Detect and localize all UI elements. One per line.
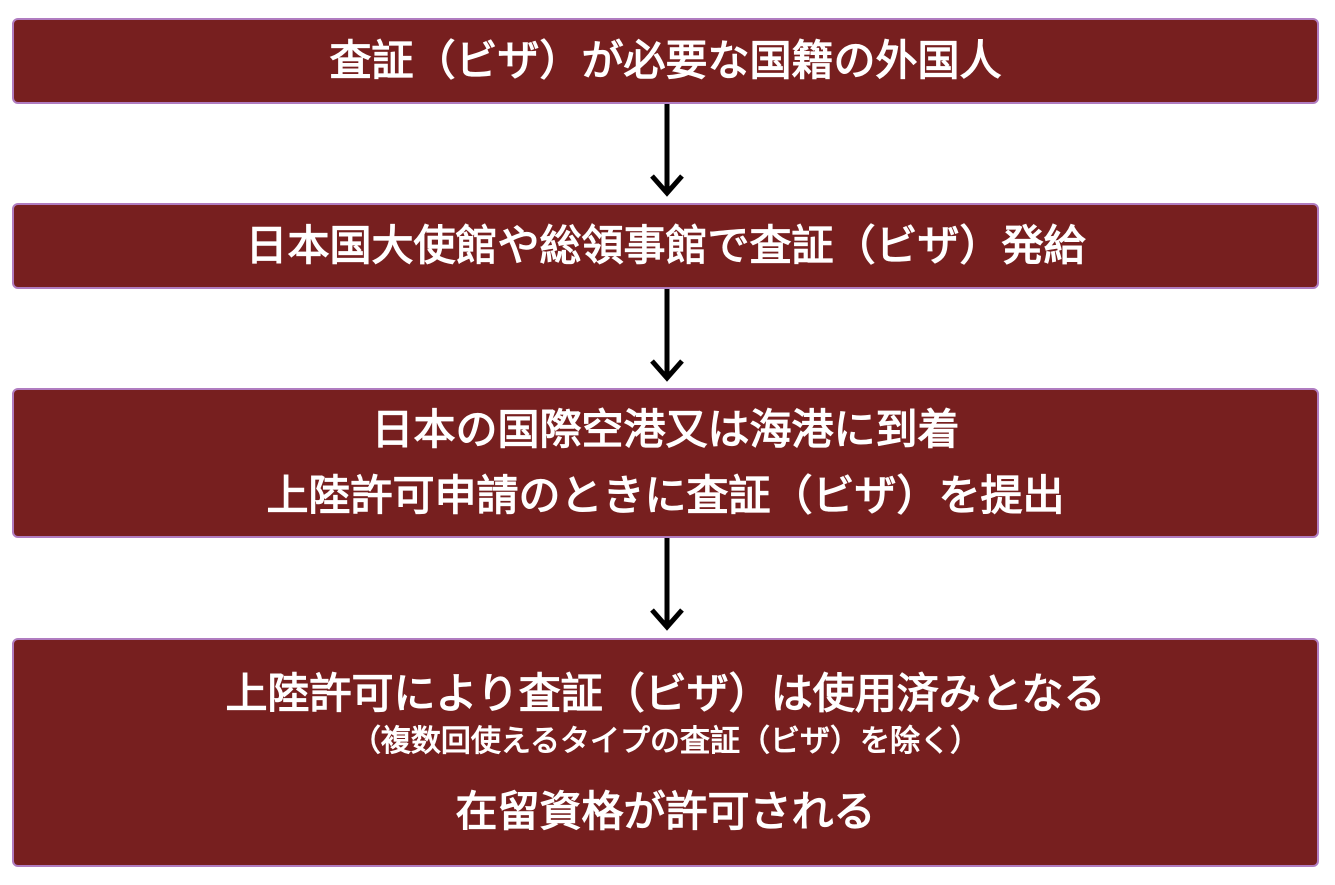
arrow-down-icon	[650, 538, 684, 631]
arrow-down-icon	[650, 289, 684, 382]
step-4-line-1: 上陸許可により査証（ビザ）は使用済みとなる	[225, 668, 1106, 718]
step-4-box: 上陸許可により査証（ビザ）は使用済みとなる （複数回使えるタイプの査証（ビザ）を…	[12, 638, 1319, 867]
step-3-line-2: 上陸許可申請のときに査証（ビザ）を提出	[266, 471, 1065, 520]
step-4-line-3: 在留資格が許可される	[455, 786, 876, 836]
step-2-box: 日本国大使館や総領事館で査証（ビザ）発給	[12, 203, 1319, 289]
arrow-down-icon	[650, 104, 684, 197]
step-3-box: 日本の国際空港又は海港に到着 上陸許可申請のときに査証（ビザ）を提出	[12, 388, 1319, 538]
step-1-box: 査証（ビザ）が必要な国籍の外国人	[12, 18, 1319, 104]
step-4-note: （複数回使えるタイプの査証（ビザ）を除く）	[350, 723, 981, 759]
step-3-line-1: 日本の国際空港又は海港に到着	[371, 405, 960, 454]
step-1-text: 査証（ビザ）が必要な国籍の外国人	[329, 36, 1002, 85]
step-2-text: 日本国大使館や総領事館で査証（ビザ）発給	[245, 221, 1086, 270]
